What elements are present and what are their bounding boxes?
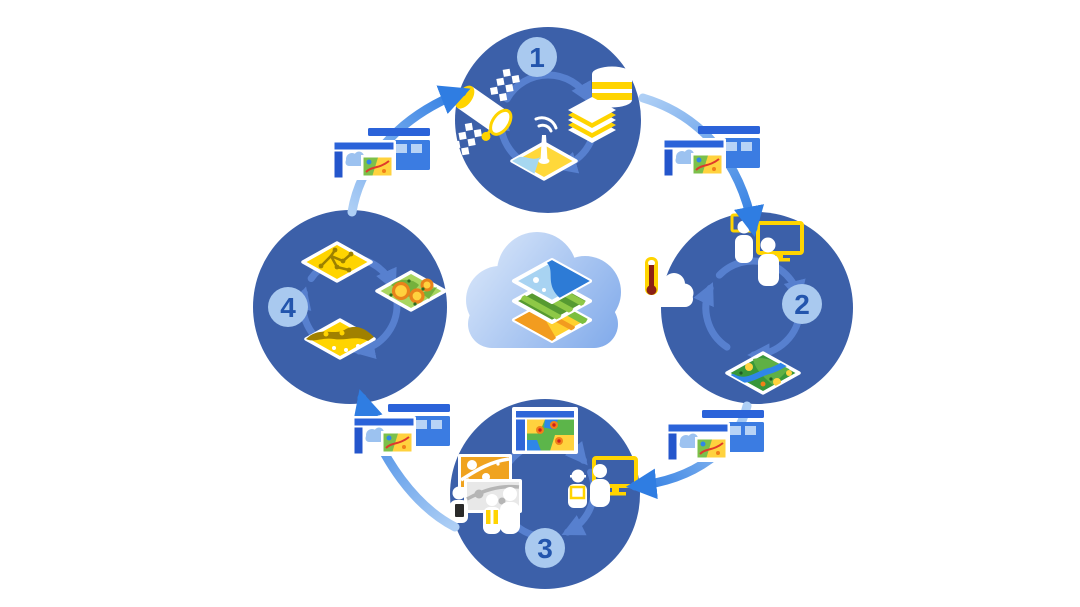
stage-2-circle: [661, 212, 853, 404]
stage-2-badge: 2: [782, 284, 822, 324]
stage-3-badge: 3: [525, 528, 565, 568]
cloud-platform: [466, 232, 621, 348]
stage-1-badge: 1: [517, 37, 557, 77]
stage-4-map-analysis: 4: [253, 210, 447, 404]
stage-4-badge: 4: [268, 287, 308, 327]
stage-1-collect-data: 1: [449, 27, 641, 213]
field-team-maps-icon: [450, 454, 522, 534]
stage-3-number: 3: [537, 533, 553, 564]
stage-4-number: 4: [280, 292, 296, 323]
web-app-windows-icon: [331, 127, 431, 181]
weather-sensor-cloud-icon: [645, 257, 694, 307]
database-layers-icon: [568, 66, 632, 143]
stage-4-circle: [253, 210, 447, 404]
stage-2-share-to-users: 2: [645, 212, 853, 404]
stage-3-circle: [450, 399, 640, 589]
hotspot-analysis-map-icon: [375, 270, 447, 312]
route-network-map-icon: [301, 241, 373, 283]
web-app-windows-icon: [665, 409, 765, 463]
layered-map-icon: [512, 258, 592, 343]
terrain-map-icon: [725, 351, 801, 395]
stage-1-number: 1: [529, 42, 545, 73]
river-map-icon: [304, 318, 376, 360]
stage-3-field-operations: 3: [450, 399, 640, 589]
map-app-window-icon: [512, 407, 578, 454]
web-app-windows-icon: [661, 125, 761, 179]
sensor-map-icon: [510, 116, 578, 181]
stage-2-number: 2: [794, 289, 810, 320]
